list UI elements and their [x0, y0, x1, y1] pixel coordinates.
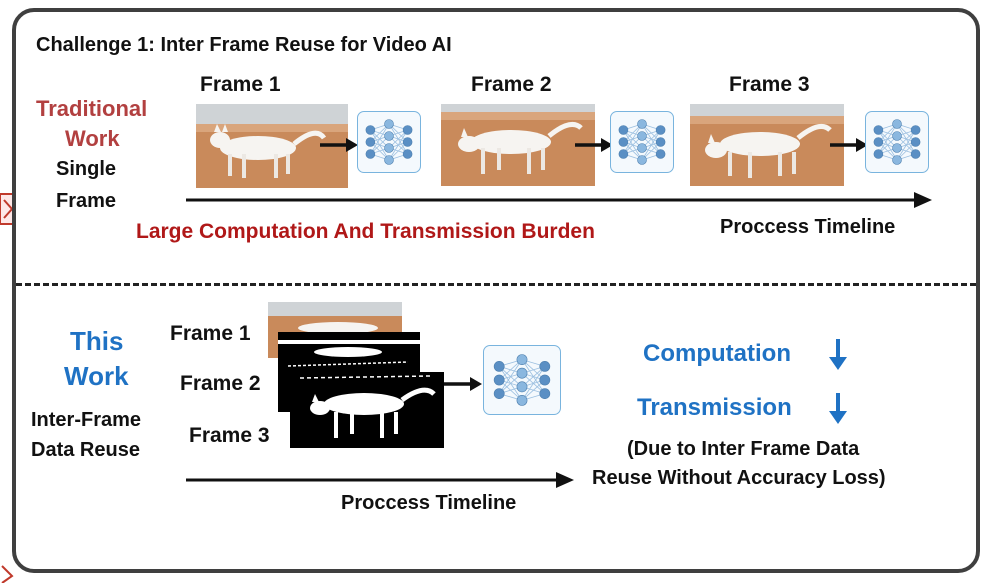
section-divider — [16, 283, 976, 286]
top-frame-1-label: Frame 1 — [200, 73, 281, 96]
traditional-work-label: Work — [65, 126, 120, 151]
data-reuse-label: Data Reuse — [31, 439, 140, 461]
bottom-process-timeline-arrow — [186, 472, 574, 488]
reuse-note-line-2: Reuse Without Accuracy Loss) — [592, 467, 886, 489]
inter-frame-label: Inter-Frame — [31, 409, 142, 431]
bottom-timeline-label: Proccess Timeline — [341, 492, 517, 514]
computation-down-arrow-icon — [829, 339, 847, 370]
bottom-arrow-to-nn — [444, 377, 482, 391]
top-frame-3-image — [690, 104, 844, 186]
neural-network-icon — [357, 111, 421, 173]
stacked-frame-3-mask — [290, 372, 444, 448]
this-work-label: Work — [64, 361, 129, 391]
neural-network-icon — [865, 111, 929, 173]
frame-label: Frame — [56, 190, 117, 212]
computation-burden-label: Large Computation And Transmission Burde… — [136, 220, 595, 243]
bottom-left-chevron-marker — [1, 565, 14, 583]
transmission-label: Transmission — [637, 394, 792, 421]
top-process-timeline-arrow — [186, 192, 932, 208]
neural-network-icon — [610, 111, 674, 173]
this-label: This — [70, 326, 124, 356]
transmission-down-arrow-icon — [829, 393, 847, 424]
traditional-label: Traditional — [36, 96, 148, 121]
computation-label: Computation — [643, 340, 791, 367]
top-arrow-3 — [830, 138, 868, 152]
top-arrow-2 — [575, 138, 613, 152]
panel-title: Challenge 1: Inter Frame Reuse for Video… — [36, 34, 452, 56]
top-frame-2-image — [441, 104, 595, 186]
top-frame-3-label: Frame 3 — [729, 73, 810, 96]
single-label: Single — [56, 158, 117, 180]
bottom-frame-3-label: Frame 3 — [189, 424, 270, 447]
top-frame-2-label: Frame 2 — [471, 73, 552, 96]
bottom-frame-1-label: Frame 1 — [170, 322, 251, 345]
top-arrow-1 — [320, 138, 358, 152]
bottom-frame-2-label: Frame 2 — [180, 372, 261, 395]
reuse-note-line-1: (Due to Inter Frame Data — [627, 438, 860, 460]
top-timeline-label: Proccess Timeline — [720, 216, 896, 238]
neural-network-icon — [483, 345, 561, 415]
